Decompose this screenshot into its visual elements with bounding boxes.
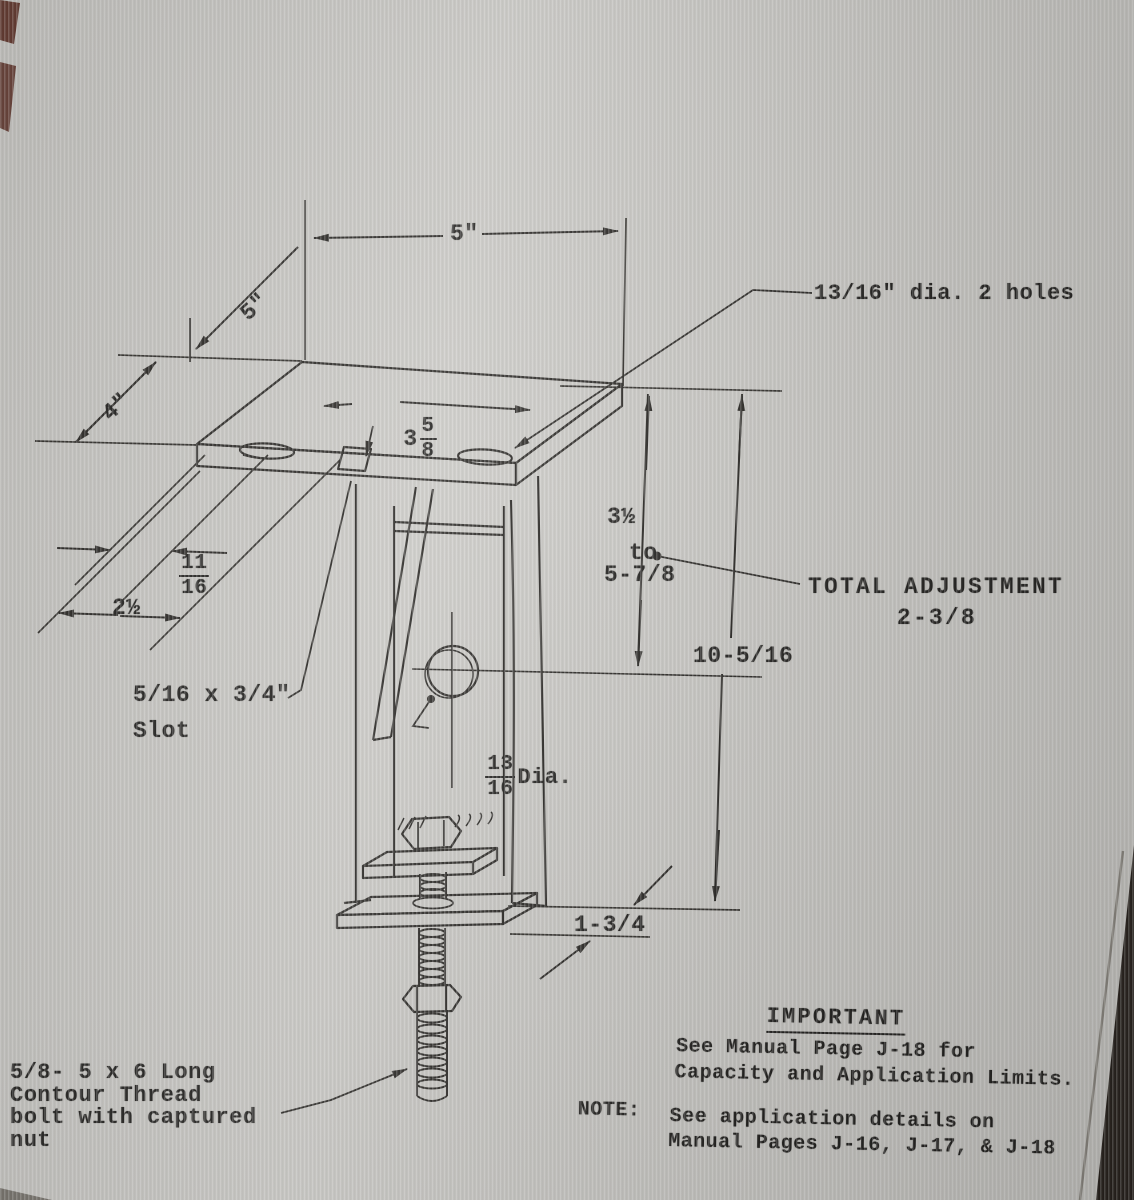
screen-edge-wedge <box>1096 845 1134 1200</box>
screen-edge-line <box>1078 850 1125 1200</box>
hole-dia-fraction: 13 16 <box>485 753 516 802</box>
hole-dia-suffix: Dia. <box>517 764 573 790</box>
thread-hatching <box>397 811 494 831</box>
dim-base-gap: 1-3/4 <box>574 912 646 938</box>
total-adjustment-label: TOTAL ADJUSTMENT <box>808 574 1065 600</box>
important-line2: Capacity and Application Limits. <box>674 1061 1075 1092</box>
dim-overall-height: 10-5/16 <box>693 643 794 669</box>
construction-lines <box>34 200 783 938</box>
threaded-bolt <box>401 872 463 1102</box>
hex-nut <box>401 983 463 1014</box>
adjust-range-to: to <box>629 540 658 566</box>
dim-side-offset: 2½ <box>112 595 141 621</box>
slot-callout-line2: Slot <box>133 718 191 744</box>
captured-bolt-head <box>361 811 499 880</box>
base-plate <box>335 891 539 930</box>
bolt-callout-line4: nut <box>10 1127 52 1153</box>
leader-lines <box>280 289 813 1114</box>
adjust-range-max: 5-7/8 <box>604 562 676 588</box>
dimension-lines <box>56 227 746 980</box>
top-plate <box>195 360 624 487</box>
bolt-callout-block: 5/8- 5 x 6 Long Contour Thread bolt with… <box>10 1060 257 1153</box>
dim-edge-offset: 11 16 <box>122 529 210 623</box>
dim-slot-offset: 3 5 8 <box>346 392 437 486</box>
clamp-assembly <box>195 360 763 1102</box>
dim-edge-fraction: 11 16 <box>179 552 210 601</box>
slot-callout-line1: 5/16 x 3/4" <box>133 682 291 708</box>
hole-dia-callout: 13 16 Dia. <box>428 727 572 824</box>
corner-mark-top <box>0 0 20 44</box>
bolt-callout-line1: 5/8- 5 x 6 Long <box>10 1060 216 1085</box>
adjustment-hole <box>411 612 763 788</box>
corner-mark-lower <box>0 62 16 132</box>
important-title: IMPORTANT <box>766 1004 905 1036</box>
dim-slot-fraction: 5 8 <box>419 415 437 464</box>
bolt-callout-line3: bolt with captured <box>10 1105 257 1130</box>
dim-top-width: 5" <box>450 221 479 247</box>
adjust-range-min: 3½ <box>607 504 636 530</box>
note-label: NOTE: <box>577 1098 641 1123</box>
total-adjustment-value: 2-3/8 <box>897 605 978 631</box>
top-slot <box>336 445 373 473</box>
note-line2: Manual Pages J-16, J-17, & J-18 <box>667 1130 1056 1161</box>
holes-callout: 13/16" dia. 2 holes <box>814 281 1075 306</box>
corner-shadow-bottom-left <box>0 1188 52 1200</box>
bolt-callout-line2: Contour Thread <box>10 1082 202 1108</box>
bolt-hole-right <box>456 448 514 466</box>
dim-slot-whole: 3 <box>403 426 418 453</box>
